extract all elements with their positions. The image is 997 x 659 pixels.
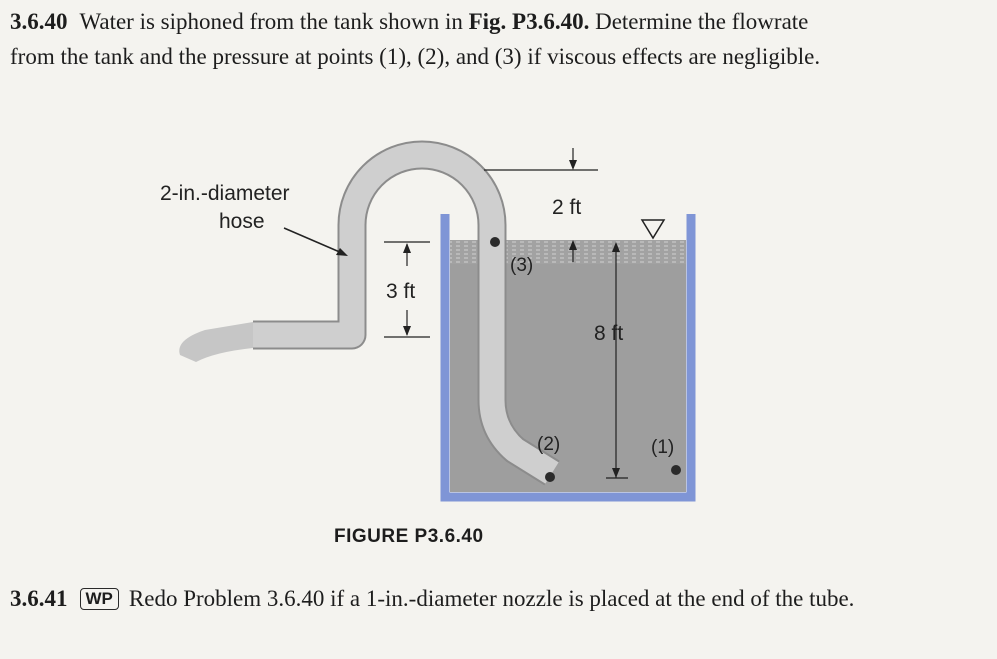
dim-8ft-arrowhead-top: [612, 242, 620, 252]
point-2-label: (2): [537, 434, 560, 455]
outlet-stream: [179, 322, 253, 362]
dim-2ft-label: 2 ft: [552, 196, 581, 219]
dim-8ft-arrowhead-bottom: [612, 468, 620, 478]
siphon-hose-fill: [253, 142, 559, 484]
problem-number: 3.6.40: [10, 9, 68, 34]
hose-leader-arrowhead: [336, 248, 348, 256]
problem-3-6-41: 3.6.41 WP Redo Problem 3.6.40 if a 1-in.-d…: [10, 580, 870, 618]
dim-8ft-label: 8 ft: [594, 322, 623, 345]
next-problem-text: Redo Problem 3.6.40 if a 1-in.-diameter …: [128, 586, 855, 611]
problem-3-6-40: 3.6.40 Water is siphoned from the tank sh…: [10, 4, 850, 74]
problem-text-end: Determine the flowrate from the tank and…: [10, 9, 821, 69]
dim-2ft-arrowhead-bottom: [569, 240, 577, 250]
free-surface-symbol: [640, 219, 666, 240]
point-3-label: (3): [510, 255, 533, 276]
hose-label-line1: 2-in.-diameter: [160, 182, 290, 205]
dim-3ft-arrowhead-bottom: [403, 326, 411, 336]
dim-3ft-arrowhead-top: [403, 243, 411, 253]
point-2-marker: [545, 472, 555, 482]
hose-leader-line: [283, 227, 343, 254]
problem-text-start: Water is siphoned from the tank shown in: [79, 9, 469, 34]
figure-caption: FIGURE P3.6.40: [334, 526, 484, 547]
dim-2ft-arrowhead-top: [569, 160, 577, 170]
figure-reference: Fig. P3.6.40.: [468, 9, 590, 34]
point-1-label: (1): [651, 437, 674, 458]
tank-walls: [440, 214, 696, 502]
next-problem-number: 3.6.41: [10, 586, 68, 611]
hose-label-line2: hose: [219, 210, 265, 233]
dim-3ft-label: 3 ft: [386, 280, 415, 303]
point-1-marker: [671, 465, 681, 475]
point-3-marker: [490, 237, 500, 247]
wp-badge: WP: [79, 588, 119, 610]
